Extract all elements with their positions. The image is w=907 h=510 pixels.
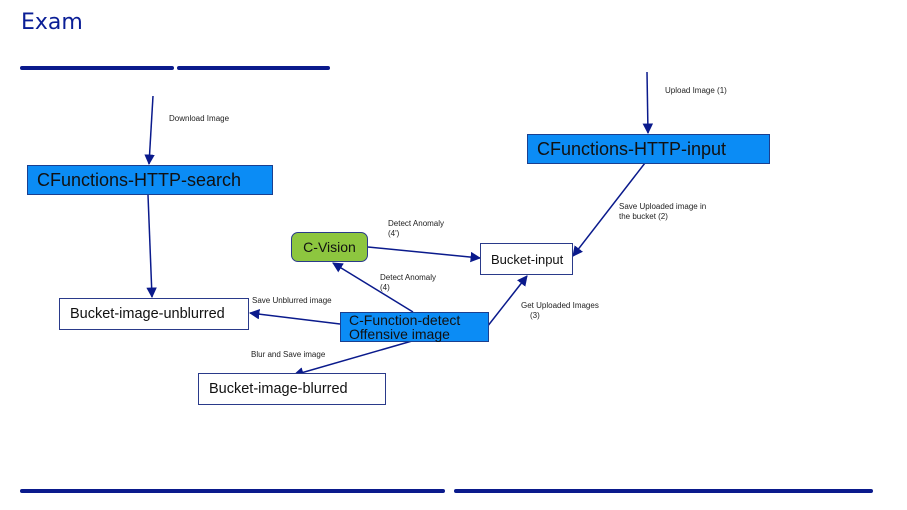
edge-detect-anomaly-4 xyxy=(332,262,414,313)
edge-save-uploaded xyxy=(572,162,646,257)
top-rule-left xyxy=(20,66,174,70)
label-detect-anomaly-4-line2: (4) xyxy=(380,283,390,292)
edge-detect-anomaly-4p xyxy=(367,246,482,263)
label-detect-anomaly-4: Detect Anomaly (4) xyxy=(380,273,436,293)
label-save-uploaded-line1: Save Uploaded image in xyxy=(619,202,707,211)
node-c-vision[interactable]: C-Vision xyxy=(291,232,368,262)
edge-blur-and-save xyxy=(292,340,413,378)
label-detect-anomaly-4p-line2: (4') xyxy=(388,229,400,238)
node-bucket-input[interactable]: Bucket-input xyxy=(480,243,573,275)
label-get-uploaded-line1: Get Uploaded Images xyxy=(521,301,599,310)
node-detect-offensive[interactable]: C-Function-detect Offensive image xyxy=(340,312,489,342)
node-bucket-input-label: Bucket-input xyxy=(491,251,564,267)
top-rule-right xyxy=(177,66,330,70)
node-detect-offensive-line2: Offensive image xyxy=(349,326,450,342)
node-http-search-label: CFunctions-HTTP-search xyxy=(37,169,242,190)
node-bucket-unblurred[interactable]: Bucket-image-unblurred xyxy=(59,298,249,330)
node-http-search[interactable]: CFunctions-HTTP-search xyxy=(27,165,273,195)
edge-upload-image xyxy=(642,71,654,135)
label-blur-and-save: Blur and Save image xyxy=(251,350,326,359)
label-download-image: Download Image xyxy=(169,114,230,123)
label-save-uploaded: Save Uploaded image in the bucket (2) xyxy=(619,202,706,222)
label-save-uploaded-line2: the bucket (2) xyxy=(619,212,668,221)
label-detect-anomaly-4p: Detect Anomaly (4') xyxy=(388,219,444,239)
node-bucket-blurred-label: Bucket-image-blurred xyxy=(209,381,348,397)
label-get-uploaded: Get Uploaded Images (3) xyxy=(521,301,599,321)
label-get-uploaded-line2: (3) xyxy=(530,311,540,320)
node-http-input-label: CFunctions-HTTP-input xyxy=(537,138,727,159)
bottom-rule-right xyxy=(454,489,873,493)
edge-save-unblurred xyxy=(248,308,341,325)
edge-download-image xyxy=(144,95,155,166)
edge-search-to-unblurred xyxy=(146,194,157,299)
node-bucket-unblurred-label: Bucket-image-unblurred xyxy=(70,306,225,322)
node-http-input[interactable]: CFunctions-HTTP-input xyxy=(527,134,770,164)
bottom-rule-left xyxy=(20,489,445,493)
label-detect-anomaly-4p-line1: Detect Anomaly xyxy=(388,219,445,228)
node-bucket-blurred[interactable]: Bucket-image-blurred xyxy=(198,373,386,405)
label-save-unblurred: Save Unblurred image xyxy=(252,296,332,305)
node-detect-offensive-line1: C-Function-detect xyxy=(349,312,461,328)
label-detect-anomaly-4-line1: Detect Anomaly xyxy=(380,273,437,282)
slide-title: Exam xyxy=(21,10,83,35)
label-upload-image: Upload Image (1) xyxy=(665,86,727,95)
node-c-vision-label: C-Vision xyxy=(303,239,356,255)
edge-get-uploaded xyxy=(486,275,528,328)
